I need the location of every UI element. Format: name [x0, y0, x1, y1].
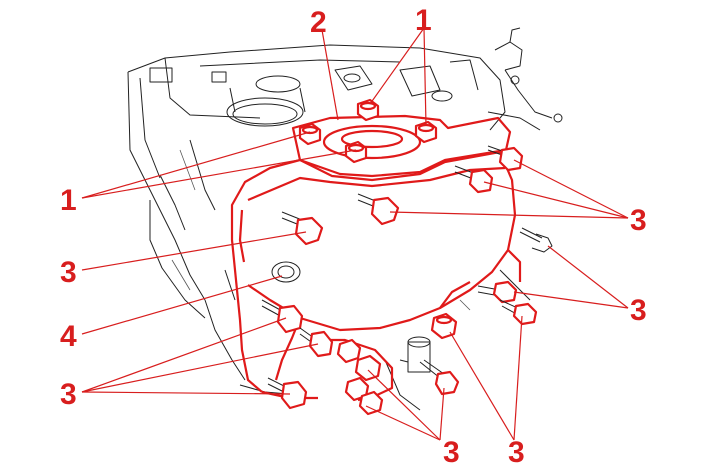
- bolt-lower-c2: [336, 338, 362, 364]
- callout-labels: 1 2 1 3 3 3 4 3 3 3: [60, 4, 647, 469]
- leader-lines: [81, 27, 629, 441]
- bolt-side-r2: [454, 165, 494, 194]
- bolt-lower-c5: [358, 390, 384, 416]
- engine-block-linework: [127, 27, 563, 411]
- callout-3-bottom-center: 3: [443, 436, 460, 469]
- bolts: [261, 98, 553, 416]
- callout-3-bottom-right: 3: [508, 436, 525, 469]
- bolt-lower-l2: [299, 327, 334, 358]
- bolt-side-r3: [519, 227, 553, 253]
- callout-3-left-upper: 3: [60, 256, 77, 289]
- bolt-lower-c: [430, 312, 458, 340]
- callout-3-right-lower: 3: [630, 294, 647, 327]
- bolt-side-l1: [281, 211, 324, 246]
- callout-2-top: 2: [310, 6, 327, 39]
- cover-top-boss-outer: [322, 124, 422, 160]
- cover-top-boss-inner: [340, 129, 404, 149]
- bolt-side-c1: [357, 193, 400, 226]
- bolt-lower-l3: [267, 377, 308, 410]
- callout-4-left: 4: [60, 320, 77, 353]
- cover-top-flange: [291, 114, 512, 178]
- bolt-top-2: [298, 122, 322, 146]
- cover-ridge-1: [247, 166, 506, 202]
- bolt-side-r5: [499, 299, 538, 326]
- cover-ridge-2: [238, 209, 246, 263]
- cover-ridge-4: [439, 281, 471, 309]
- callout-1-top: 1: [415, 4, 432, 37]
- bolt-side-r4: [477, 280, 518, 304]
- bolt-lower-c3: [354, 354, 382, 382]
- callout-3-left-lower: 3: [60, 378, 77, 411]
- cover-outline: [230, 114, 522, 402]
- bolt-top-1: [356, 98, 380, 122]
- bolt-bottom-r: [419, 359, 460, 396]
- bolt-top-4: [344, 140, 368, 164]
- cover-body: [230, 150, 517, 393]
- bolt-side-r1: [487, 145, 524, 172]
- callout-1-left: 1: [60, 184, 77, 217]
- callout-3-right-upper: 3: [630, 204, 647, 237]
- bolt-lower-l1: [261, 299, 304, 334]
- cover-right-flare: [507, 249, 522, 282]
